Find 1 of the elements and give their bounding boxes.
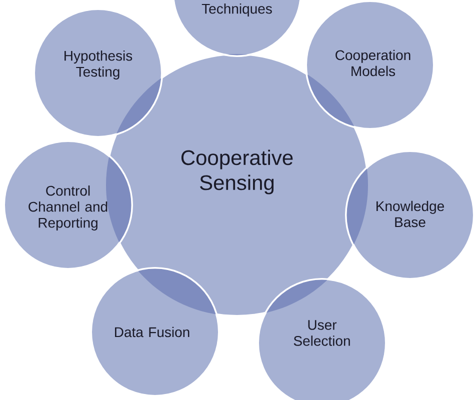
node-label: Knowledge Base: [376, 200, 444, 228]
